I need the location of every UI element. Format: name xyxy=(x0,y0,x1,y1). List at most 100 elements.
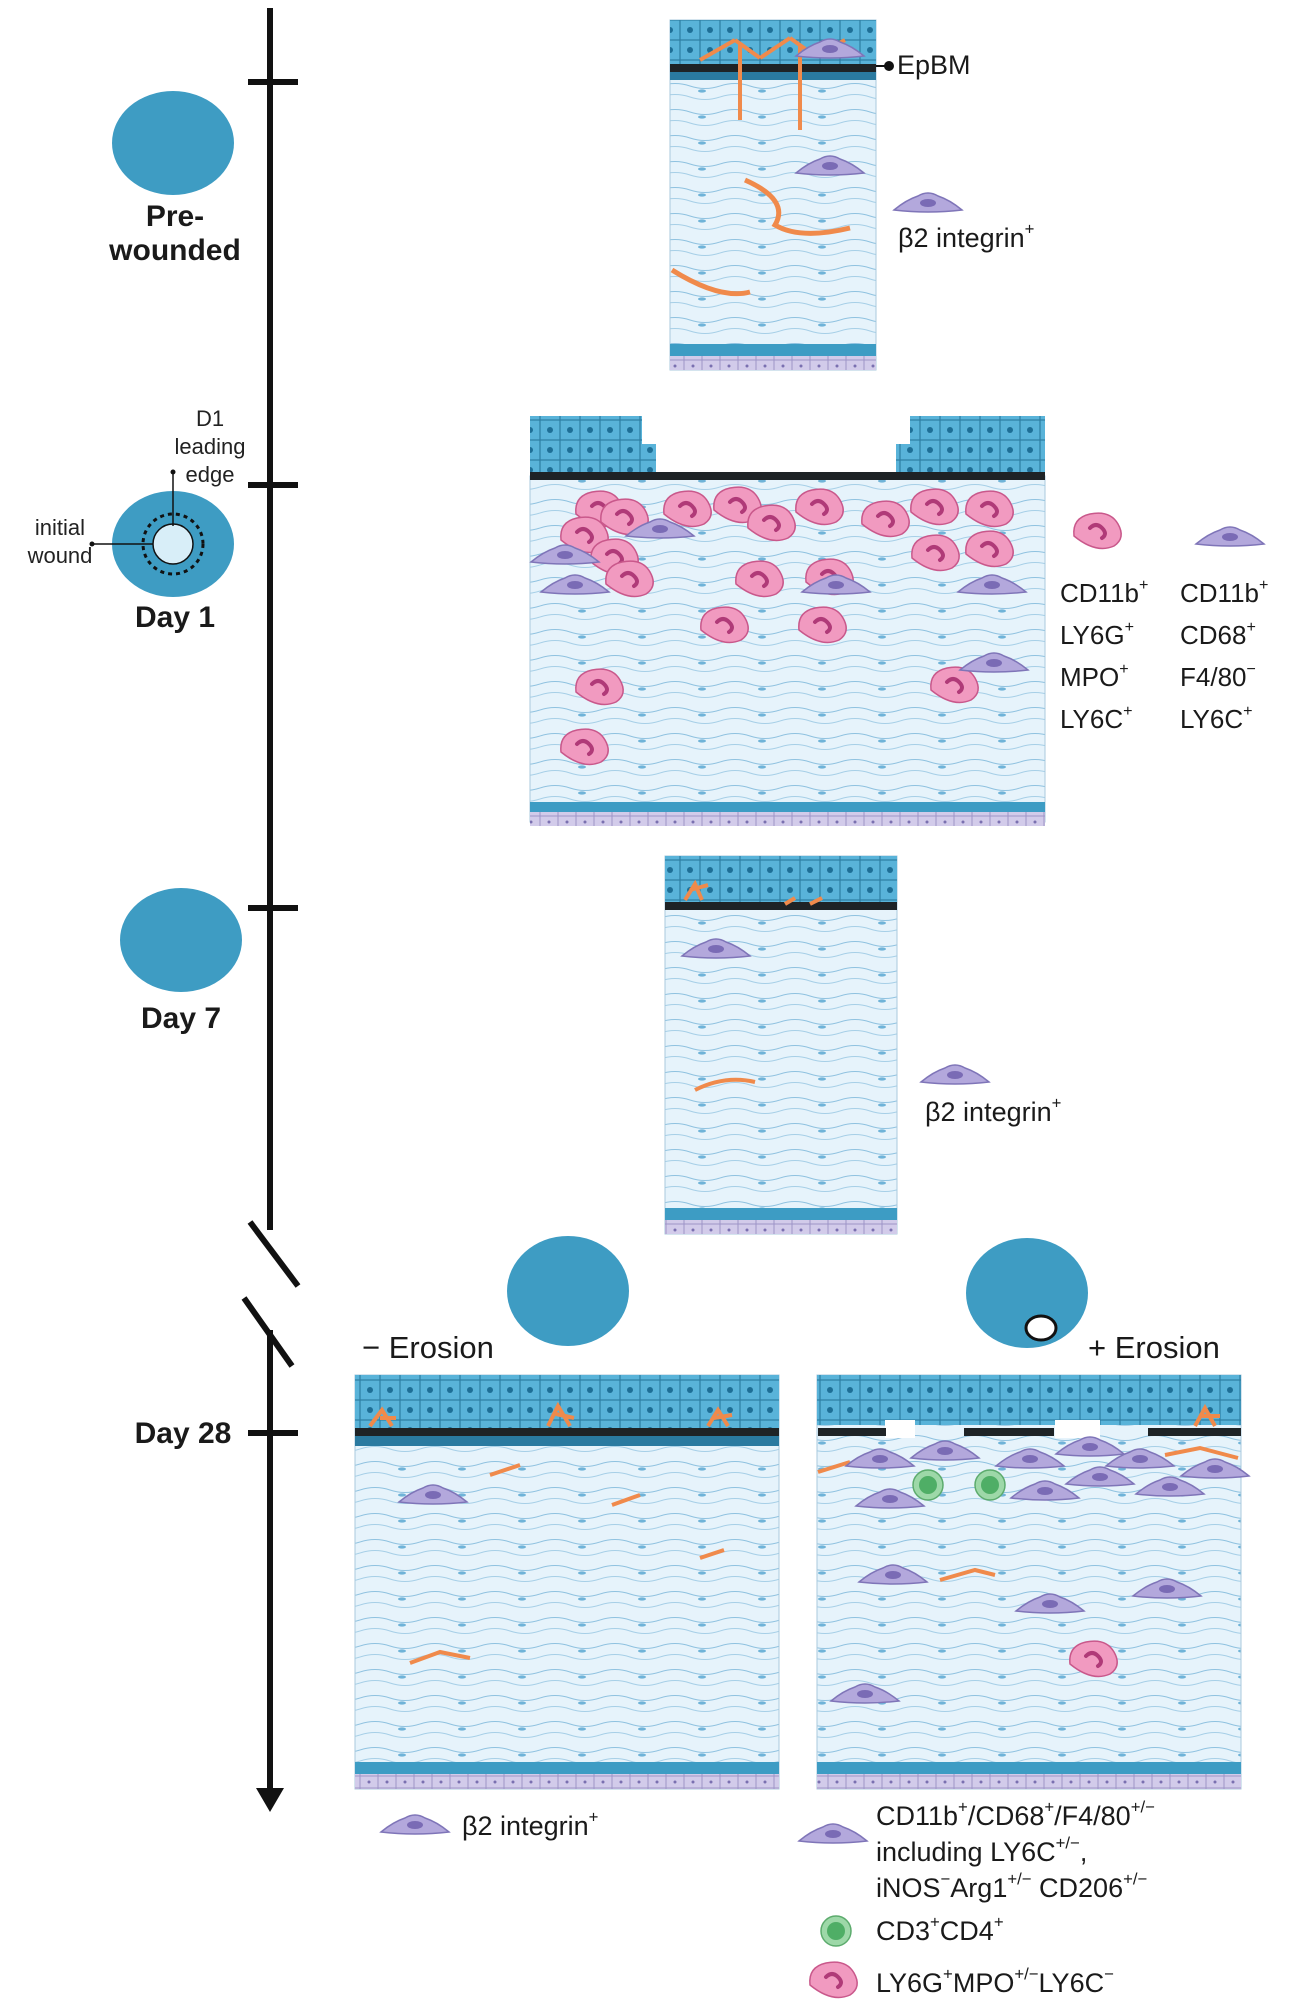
marker-line: CD68+ xyxy=(1180,614,1268,656)
timeline xyxy=(241,8,301,1812)
prewounded-tissue xyxy=(669,19,877,371)
marker-line: LY6C+ xyxy=(1180,698,1268,740)
legend-text: Arg1 xyxy=(950,1873,1008,1903)
legend-line: including LY6C+/−, xyxy=(876,1834,1155,1870)
day28-minus-legend-label: β2 integrin+ xyxy=(462,1808,598,1844)
marker-sup: + xyxy=(1246,617,1256,636)
legend-line: CD11b+/CD68+/F4/80+/− xyxy=(876,1798,1155,1834)
day1-eye-icon xyxy=(89,469,234,597)
legend-text: CD11b xyxy=(876,1801,959,1831)
day28-minus-tissue xyxy=(354,1374,780,1790)
prewounded-eye-icon xyxy=(112,91,234,195)
day28-plus-legend-macrophage-icon xyxy=(798,1823,868,1844)
legend-sup: +/− xyxy=(1007,1869,1032,1889)
legend-sup: + xyxy=(1044,1797,1055,1817)
day7-eye-icon xyxy=(120,888,242,992)
legend-sup: +/− xyxy=(1123,1869,1148,1889)
stage-label-prewounded: Pre- wounded xyxy=(95,200,255,268)
legend-text: including LY6C xyxy=(876,1837,1056,1867)
legend-sup: + xyxy=(1051,1093,1062,1113)
legend-text: MPO xyxy=(952,1968,1015,1998)
day7-legend-label: β2 integrin+ xyxy=(925,1094,1061,1130)
legend-text: LY6G xyxy=(876,1968,944,1998)
stage-label-day28: Day 28 xyxy=(134,1417,232,1450)
legend-text: CD4 xyxy=(939,1916,994,1946)
marker-sup: + xyxy=(1259,575,1269,594)
legend-sup: + xyxy=(993,1912,1004,1932)
day28-plus-eye-icon xyxy=(966,1238,1088,1348)
legend-text: iNOS xyxy=(876,1873,941,1903)
legend-sup: + xyxy=(1024,219,1035,239)
legend-text: β2 integrin xyxy=(925,1097,1052,1127)
marker-sup: − xyxy=(1246,659,1256,678)
legend-text: β2 integrin xyxy=(898,223,1025,253)
marker-line: LY6G+ xyxy=(1060,614,1148,656)
marker-line: CD11b+ xyxy=(1180,572,1268,614)
legend-sup: +/− xyxy=(1130,1797,1155,1817)
legend-text: LY6C xyxy=(1038,1968,1105,1998)
day28-minus-legend-macrophage-icon xyxy=(380,1814,450,1835)
marker-text: LY6C xyxy=(1180,704,1244,734)
stage-label-prewounded-line2: wounded xyxy=(109,234,241,267)
day1-legend-neutrophil-icon xyxy=(1071,511,1124,551)
marker-sup: + xyxy=(1243,701,1253,720)
stage-label-prewounded-line1: Pre- xyxy=(145,200,205,233)
prewounded-legend-label: β2 integrin+ xyxy=(898,220,1034,256)
legend-sup: + xyxy=(958,1797,968,1817)
initial-wound-line1: initial xyxy=(34,515,86,540)
leading-edge-line1: D1 xyxy=(195,406,225,431)
leading-edge-annotation: D1 leading edge xyxy=(170,405,250,489)
marker-text: CD68 xyxy=(1180,620,1247,650)
day28-minus-eye-icon xyxy=(507,1236,629,1346)
marker-text: LY6G xyxy=(1060,620,1125,650)
marker-text: MPO xyxy=(1060,662,1120,692)
day1-neutrophil-markers: CD11b+ LY6G+ MPO+ LY6C+ xyxy=(1060,572,1148,740)
leading-edge-line2: leading xyxy=(174,434,246,459)
stage-label-day7: Day 7 xyxy=(140,1002,222,1035)
marker-text: CD11b xyxy=(1060,578,1140,608)
day1-monocyte-markers: CD11b+ CD68+ F4/80− LY6C+ xyxy=(1180,572,1268,740)
day28-plus-macrophage-legend: CD11b+/CD68+/F4/80+/− including LY6C+/−,… xyxy=(876,1798,1155,1906)
legend-text: , xyxy=(1079,1837,1088,1867)
day28-plus-legend-tcell-icon xyxy=(820,1915,852,1947)
legend-sup: + xyxy=(943,1964,953,1984)
day28-plus-legend-neutrophil-icon xyxy=(807,1960,860,2000)
legend-text: CD206 xyxy=(1031,1873,1124,1903)
legend-sup: + xyxy=(930,1912,940,1932)
marker-text: LY6C xyxy=(1060,704,1124,734)
day7-tissue xyxy=(664,855,898,1235)
epbm-label: EpBM xyxy=(897,50,971,80)
marker-text: F4/80 xyxy=(1180,662,1247,692)
day1-legend-macrophage-icon xyxy=(1195,526,1265,547)
day28-plus-tcell-legend: CD3+CD4+ xyxy=(876,1913,1004,1949)
marker-line: F4/80− xyxy=(1180,656,1268,698)
legend-text: CD3 xyxy=(876,1916,931,1946)
legend-text: /F4/80 xyxy=(1054,1801,1131,1831)
day7-legend-macrophage-icon xyxy=(920,1064,990,1085)
day1-tissue xyxy=(529,416,1046,826)
marker-text: CD11b xyxy=(1180,578,1260,608)
legend-sup: +/− xyxy=(1055,1833,1080,1853)
prewounded-legend-macrophage-icon xyxy=(893,192,963,213)
legend-sup: − xyxy=(1104,1964,1114,1984)
legend-sup: + xyxy=(588,1807,599,1827)
legend-sup: +/− xyxy=(1014,1964,1039,1984)
initial-wound-line2: wound xyxy=(27,543,93,568)
marker-line: MPO+ xyxy=(1060,656,1148,698)
marker-line: LY6C+ xyxy=(1060,698,1148,740)
legend-line: iNOS−Arg1+/− CD206+/− xyxy=(876,1870,1155,1906)
leading-edge-line3: edge xyxy=(185,462,235,487)
day28-plus-neutrophil-legend: LY6G+MPO+/−LY6C− xyxy=(876,1965,1114,2001)
day28-plus-tissue xyxy=(816,1374,1250,1790)
marker-sup: + xyxy=(1139,575,1149,594)
legend-sup: − xyxy=(940,1869,951,1889)
initial-wound-annotation: initial wound xyxy=(20,514,100,570)
marker-sup: + xyxy=(1119,659,1129,678)
marker-line: CD11b+ xyxy=(1060,572,1148,614)
marker-sup: + xyxy=(1123,701,1133,720)
marker-sup: + xyxy=(1124,617,1134,636)
plus-erosion-label: + Erosion xyxy=(1088,1330,1220,1365)
stage-label-day1: Day 1 xyxy=(134,601,216,634)
minus-erosion-label: − Erosion xyxy=(362,1330,494,1365)
